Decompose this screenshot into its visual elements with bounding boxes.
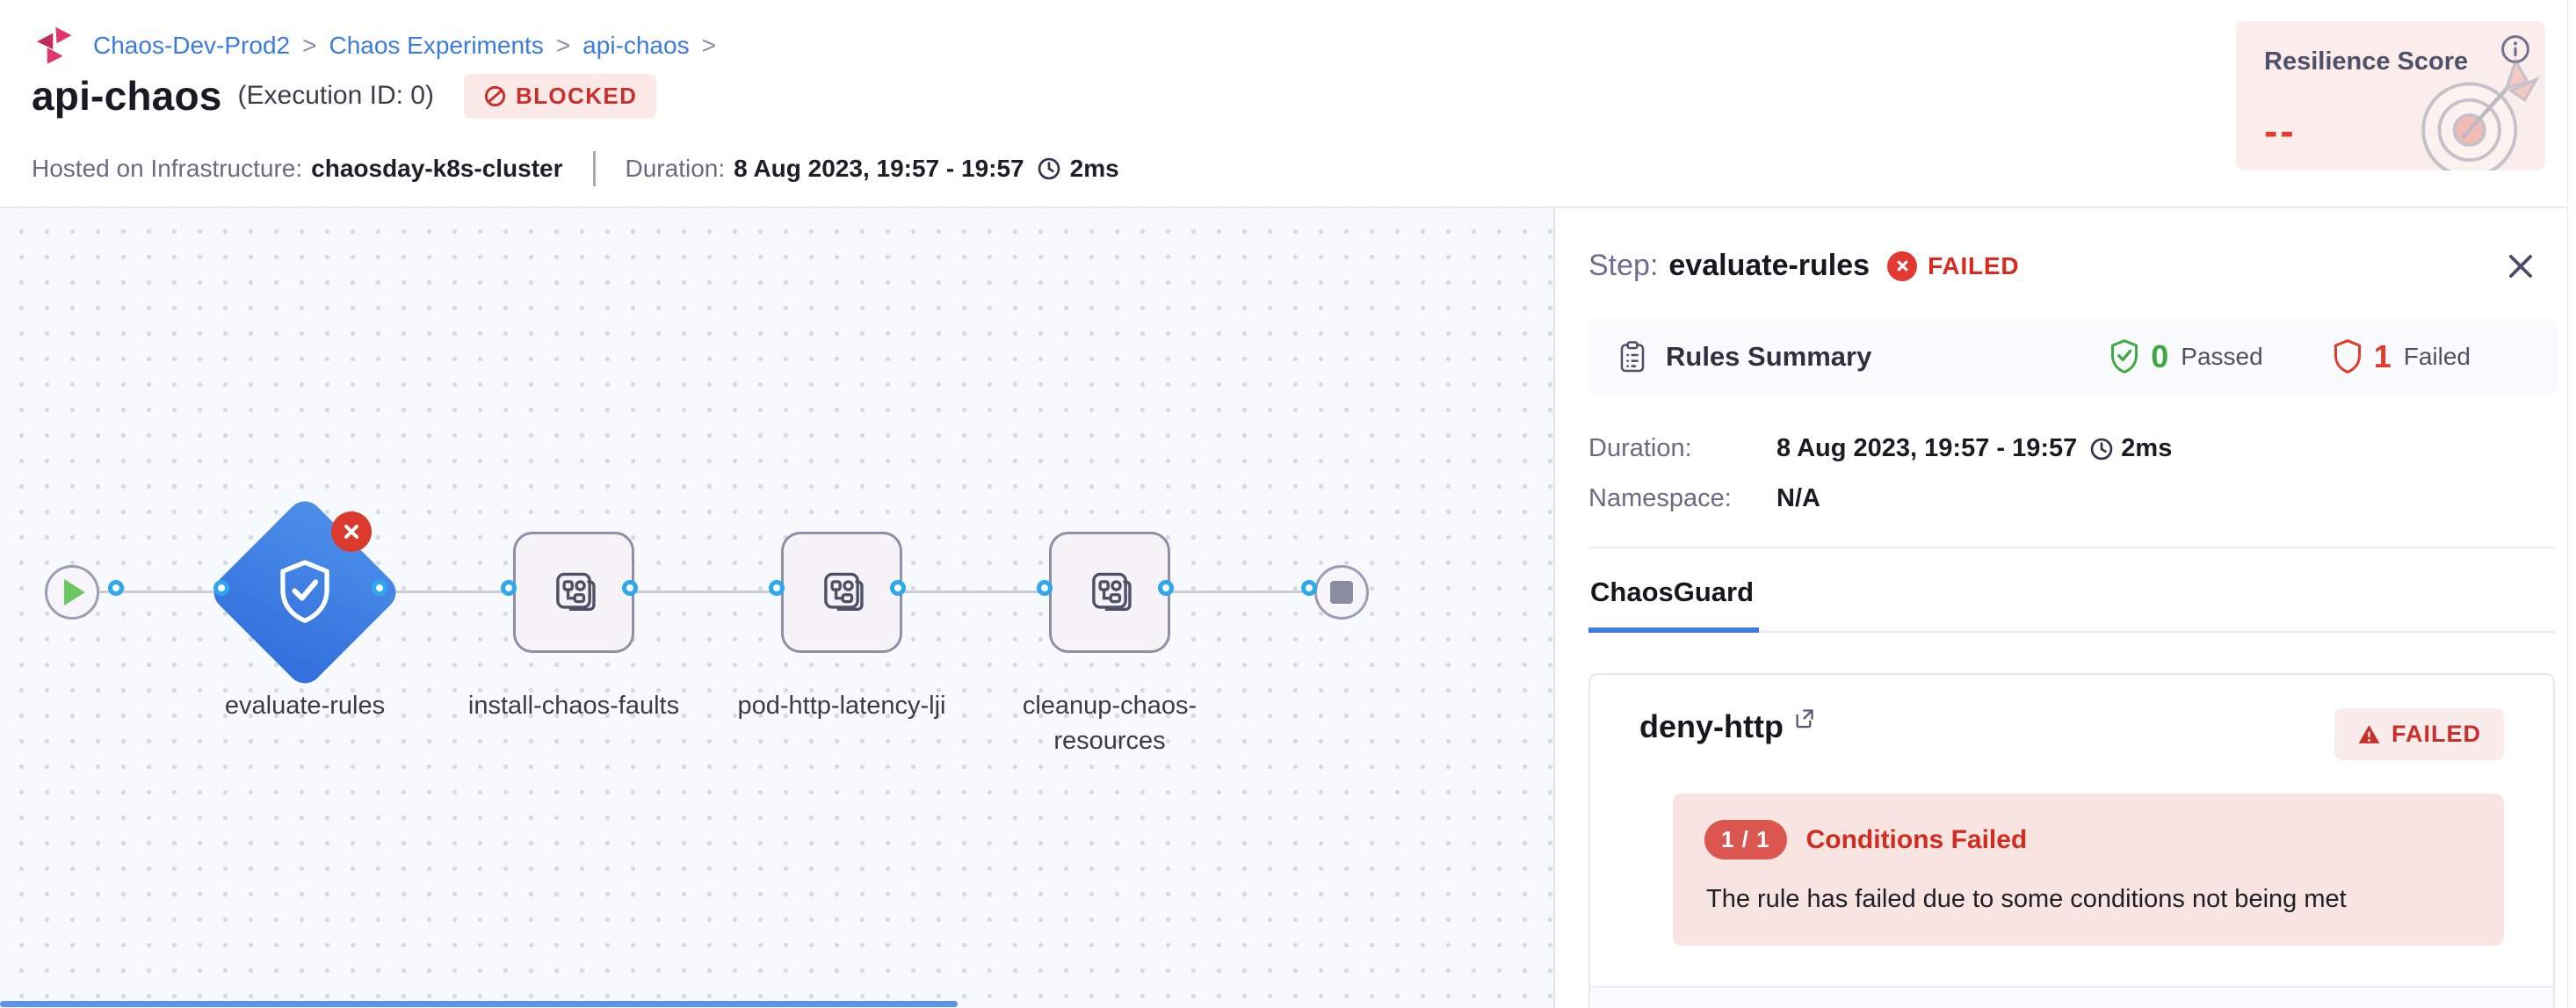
step-icon (1092, 572, 1132, 612)
pipeline-canvas[interactable]: evaluate-rules install-chaos-faults (0, 208, 1553, 1008)
duration-value: 8 Aug 2023, 19:57 - 19:57 2ms (1776, 434, 2558, 463)
passed-label: Passed (2181, 343, 2263, 370)
resilience-score-card: Resilience Score -- (2236, 21, 2545, 170)
step-failed-icon (1887, 250, 1918, 281)
connector-port[interactable] (108, 580, 124, 596)
page-header: Chaos-Dev-Prod2 > Chaos Experiments > ap… (0, 0, 2576, 208)
infra-value: chaosday-k8s-cluster (311, 155, 563, 182)
connector-port[interactable] (1158, 580, 1174, 596)
resilience-score-title: Resilience Score (2264, 47, 2469, 76)
node-label: cleanup-chaos-resources (1022, 692, 1198, 755)
rule-name[interactable]: deny-http (1639, 708, 1784, 744)
divider (592, 151, 596, 186)
breadcrumb-separator: > (555, 32, 571, 59)
play-icon (64, 579, 85, 606)
resilience-score-value: -- (2264, 108, 2297, 154)
passed-shield-icon (2111, 339, 2138, 373)
step-icon (824, 572, 864, 612)
external-link-icon[interactable] (1792, 707, 1816, 730)
blocked-status-badge: BLOCKED (463, 73, 657, 119)
close-icon[interactable] (2504, 250, 2537, 283)
chaosguard-rule-card: deny-http FAILED (1588, 673, 2555, 1008)
breadcrumb-experiments-link[interactable]: Chaos Experiments (329, 32, 544, 59)
node-install-chaos-faults[interactable] (513, 532, 634, 653)
duration-elapsed: 2ms (2121, 434, 2173, 462)
title-row: api-chaos (Execution ID: 0) BLOCKED (32, 72, 657, 120)
conditions-failed-message: The rule has failed due to some conditio… (1706, 885, 2347, 913)
connector-port[interactable] (769, 580, 785, 596)
breadcrumb-separator: > (302, 32, 317, 59)
node-label: evaluate-rules (224, 692, 386, 720)
rule-failed-badge: FAILED (2334, 708, 2504, 760)
tab-chaosguard[interactable]: ChaosGuard (1588, 577, 1760, 633)
blocked-label: BLOCKED (515, 82, 638, 109)
duration-text: 8 Aug 2023, 19:57 - 19:57 (1776, 434, 2078, 462)
breadcrumb-experiment-link[interactable]: api-chaos (582, 32, 690, 59)
failed-count: 1 (2373, 338, 2391, 374)
duration-label: Duration: (625, 155, 726, 182)
connector-port[interactable] (372, 580, 387, 596)
stop-icon (1330, 581, 1353, 604)
canvas-horizontal-scrollbar[interactable] (0, 1001, 958, 1007)
clock-icon (2090, 438, 2113, 460)
connector-port[interactable] (890, 580, 906, 596)
node-label: install-chaos-faults (467, 692, 680, 720)
failed-shield-icon (2334, 339, 2361, 373)
pipeline-connector-line (72, 591, 1342, 593)
node-pod-http-latency[interactable] (781, 532, 902, 653)
step-icon (556, 572, 596, 612)
panel-tabs: ChaosGuard (1588, 577, 2555, 633)
conditions-failed-title: Conditions Failed (1805, 824, 2028, 854)
connector-port[interactable] (501, 580, 517, 596)
infra-label: Hosted on Infrastructure: (32, 155, 303, 182)
namespace-value: N/A (1776, 484, 1820, 512)
pipeline-end-node[interactable] (1314, 565, 1369, 620)
warning-icon (2358, 725, 2380, 743)
step-detail-grid: Duration: 8 Aug 2023, 19:57 - 19:57 2ms … (1588, 434, 2558, 513)
connector-port[interactable] (213, 580, 229, 596)
breadcrumb-separator: > (701, 32, 716, 59)
chaos-module-icon (37, 26, 72, 64)
rule-failed-label: FAILED (2391, 721, 2481, 747)
clock-icon (1038, 157, 1060, 180)
node-cleanup-chaos-resources[interactable] (1049, 532, 1170, 653)
step-status: FAILED (1928, 251, 2020, 279)
node-label: pod-http-latency-lji (737, 692, 946, 720)
rules-summary-title: Rules Summary (1666, 341, 1872, 372)
failed-label: Failed (2403, 343, 2471, 370)
pipeline-start-node[interactable] (45, 565, 99, 620)
breadcrumb: Chaos-Dev-Prod2 > Chaos Experiments > ap… (32, 23, 716, 69)
connector-port[interactable] (622, 580, 638, 596)
blocked-icon (484, 85, 506, 106)
breadcrumb-project-link[interactable]: Chaos-Dev-Prod2 (93, 32, 291, 59)
duration-value: 8 Aug 2023, 19:57 - 19:57 (734, 155, 1024, 182)
target-illustration (2421, 57, 2540, 170)
step-details-panel: Step: evaluate-rules FAILED (1553, 208, 2576, 1008)
step-name: evaluate-rules (1668, 249, 1870, 282)
window-scrollbar-gutter[interactable] (2567, 0, 2576, 1008)
conditions-ratio-pill: 1 / 1 (1704, 820, 1787, 859)
step-label: Step: (1588, 249, 1659, 282)
connector-port[interactable] (1037, 580, 1053, 596)
namespace-label: Namespace: (1588, 484, 1732, 512)
conditions-failed-alert: 1 / 1 Conditions Failed The rule has fai… (1673, 794, 2504, 946)
meta-row: Hosted on Infrastructure: chaosday-k8s-c… (32, 151, 1119, 186)
passed-count: 0 (2151, 338, 2169, 374)
rules-summary-bar: Rules Summary 0 Passed 1 Failed (1588, 318, 2558, 395)
clipboard-icon (1620, 341, 1645, 373)
failed-status-badge-icon (331, 511, 372, 552)
step-header: Step: evaluate-rules FAILED (1588, 249, 2558, 283)
duration-elapsed: 2ms (1069, 155, 1119, 182)
view-conditions-toggle[interactable]: View Conditions (1) (1590, 986, 2553, 1008)
shield-check-icon (280, 560, 329, 623)
execution-id: (Execution ID: 0) (237, 81, 434, 110)
divider (1588, 547, 2555, 548)
connector-port[interactable] (1301, 580, 1317, 596)
page-title: api-chaos (32, 73, 222, 119)
duration-label: Duration: (1588, 434, 1692, 462)
